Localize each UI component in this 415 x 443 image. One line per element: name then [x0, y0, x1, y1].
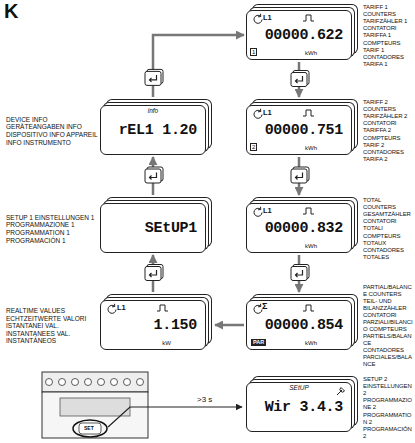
- lcd-screen: PARTIAL/BALANCE COUNTERS TEIL- UND BILAN…: [246, 300, 352, 350]
- press-duration: >3 s: [196, 396, 213, 404]
- lcd-screen: TOTAL COUNTERS GESAMTZÄHLER CONTATORI TO…: [246, 203, 352, 253]
- enter-symbol: [296, 173, 303, 180]
- cyc-icon: [254, 109, 262, 119]
- display-info: info: [101, 108, 205, 115]
- display-unit: kW: [162, 340, 171, 346]
- display-info: SEtUP: [247, 385, 351, 392]
- enter-key-icon: [291, 167, 309, 183]
- pulse-icon: [157, 305, 168, 311]
- display-tag: L1: [263, 14, 272, 22]
- enter-key-face: [145, 267, 161, 281]
- enter-symbol: [150, 270, 157, 277]
- display-ind: 1: [250, 48, 257, 56]
- enter-key-face: [291, 267, 307, 281]
- set-button: [79, 423, 101, 434]
- lcd-screen: SETUP 1 EINSTELLUNGEN 1 PROGRAMMAZIONE 1…: [100, 203, 206, 253]
- enter-symbol: [296, 76, 303, 83]
- meter-front: [42, 392, 148, 438]
- display-val: 00000.622: [265, 27, 343, 44]
- menu-heading: TARIFF 1 COUNTERS TARIFZÄHLER 1 CONTATOR…: [363, 4, 413, 68]
- lcd-screen: DEVICE INFO GERÄTEANGABEN INFO DISPOSITI…: [100, 105, 206, 155]
- flow-arrow: [153, 35, 244, 97]
- display-val: 1.150: [153, 317, 197, 334]
- enter-key-icon: [291, 265, 309, 281]
- pulse-icon: [303, 208, 314, 214]
- lcd-screen: SETUP 2 EINSTELLUNGEN 2 PROGRAMMAZIONE 2…: [246, 382, 352, 432]
- cyc-icon: [254, 304, 262, 314]
- menu-heading: TARIFF 2 COUNTERS TARIFZÄHLER 2 CONTATOR…: [363, 99, 413, 163]
- terminal-block: [42, 372, 148, 392]
- pulse-icon: [303, 110, 314, 116]
- display-val: rEL1 1.20: [119, 122, 197, 139]
- display-unit: kWh: [305, 243, 317, 249]
- enter-key-face: [291, 73, 307, 87]
- enter-key-icon: [145, 167, 163, 183]
- display-val: 00000.751: [265, 122, 343, 139]
- display-val: SEtUP1: [145, 220, 197, 237]
- menu-heading: REALTIME VALUES ECHTZEITWERTE VALORI IST…: [6, 307, 98, 345]
- enter-key-icon: [145, 69, 163, 85]
- menu-heading: SETUP 2 EINSTELLUNGEN 2 PROGRAMMAZIONE 2…: [363, 376, 413, 440]
- display-ind: 2: [250, 143, 257, 151]
- display-tag: L1: [263, 109, 272, 117]
- menu-heading: PARTIAL/BALANCE COUNTERS TEIL- UND BILAN…: [363, 284, 413, 369]
- menu-heading: SETUP 1 EINSTELLUNGEN 1 PROGRAMMAZIONE 1…: [6, 214, 98, 245]
- press-arrow: [108, 407, 242, 427]
- wrench-icon: [337, 388, 345, 396]
- display-tag: L1: [117, 304, 126, 312]
- display-val: 00000.832: [265, 220, 343, 237]
- figure-letter: K: [4, 1, 18, 21]
- enter-symbol: [296, 270, 303, 277]
- flow-arrow: [215, 324, 244, 327]
- enter-key-face: [145, 71, 161, 85]
- enter-key-face: [145, 169, 161, 183]
- display-tag: L1: [263, 207, 272, 215]
- display-unit: kWh: [305, 50, 317, 56]
- menu-heading: DEVICE INFO GERÄTEANGABEN INFO DISPOSITI…: [6, 116, 98, 147]
- enter-symbol: [150, 173, 157, 180]
- display-val: 00000.854: [265, 317, 343, 334]
- lcd-screen: REALTIME VALUES ECHTZEITWERTE VALORI IST…: [100, 300, 206, 350]
- cyc-icon: [254, 14, 262, 24]
- display-sig: Σ: [262, 302, 267, 311]
- menu-heading: TOTAL COUNTERS GESAMTZÄHLER CONTATORI TO…: [363, 197, 413, 261]
- display-val: Wir 3.4.3: [265, 399, 343, 416]
- enter-key-icon: [145, 265, 163, 281]
- cyc-icon: [108, 304, 116, 314]
- enter-key-face: [291, 169, 307, 183]
- lcd-screen: TARIFF 2 COUNTERS TARIFZÄHLER 2 CONTATOR…: [246, 105, 352, 155]
- terminal-screws: [46, 379, 144, 386]
- cyc-icon: [254, 207, 262, 217]
- button-label: SET: [84, 426, 94, 431]
- display-par: PAR: [251, 339, 266, 347]
- button-highlight: [73, 420, 107, 437]
- enter-symbol: [150, 75, 157, 82]
- enter-key-icon: [291, 71, 309, 87]
- pulse-icon: [303, 305, 314, 311]
- pulse-icon: [303, 15, 314, 21]
- lcd-screen: TARIFF 1 COUNTERS TARIFZÄHLER 1 CONTATOR…: [246, 10, 352, 60]
- meter-lcd-window: [60, 398, 130, 416]
- display-unit: kWh: [305, 145, 317, 151]
- display-unit: kWh: [305, 340, 317, 346]
